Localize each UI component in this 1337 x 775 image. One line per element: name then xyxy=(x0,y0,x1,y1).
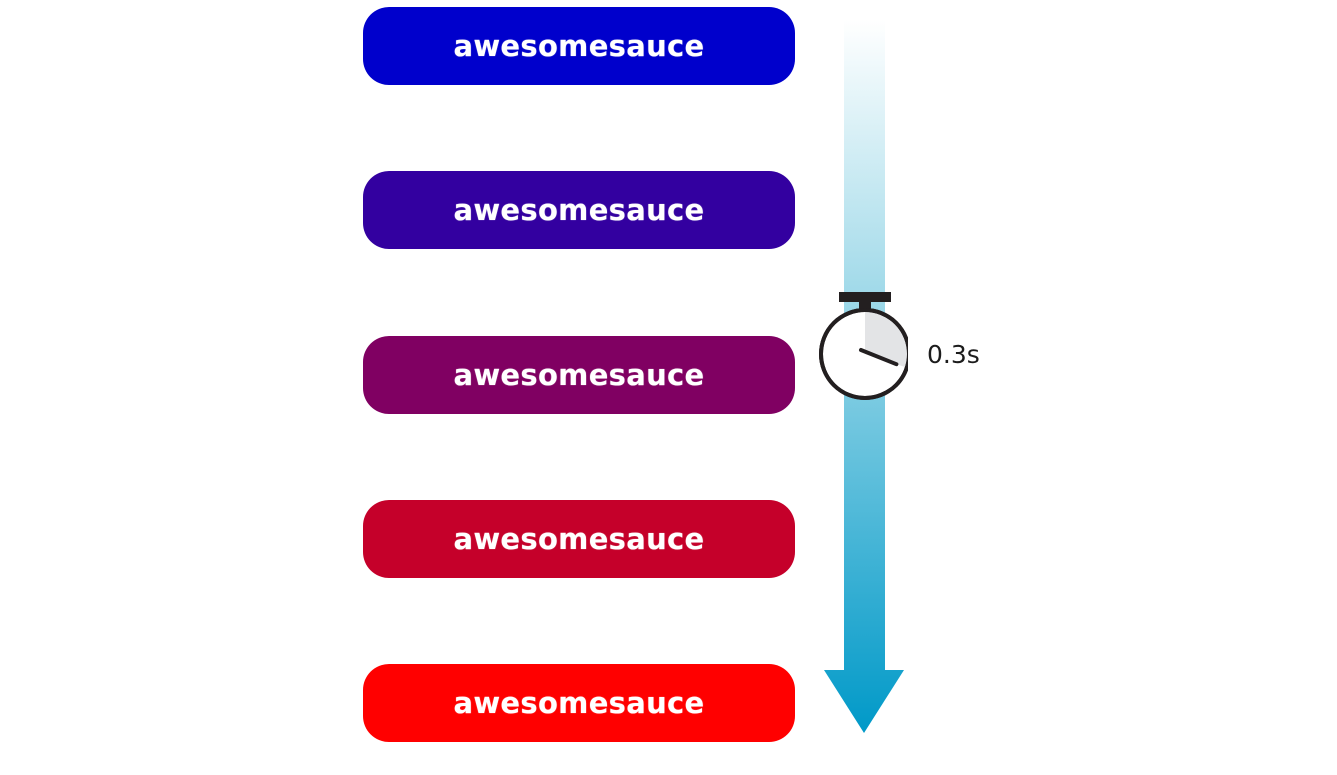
time-arrow xyxy=(819,20,908,733)
stopwatch-elapsed-wedge xyxy=(865,312,907,367)
button-3-label: awesomesauce xyxy=(453,358,705,392)
stopwatch-icon xyxy=(819,292,908,400)
button-2-label: awesomesauce xyxy=(453,193,705,227)
button-4-label: awesomesauce xyxy=(453,522,705,556)
button-1[interactable]: awesomesauce xyxy=(363,7,795,85)
button-1-label: awesomesauce xyxy=(453,29,705,63)
button-5-label: awesomesauce xyxy=(453,686,705,720)
button-2[interactable]: awesomesauce xyxy=(363,171,795,249)
stopwatch-hand xyxy=(859,348,899,367)
button-4[interactable]: awesomesauce xyxy=(363,500,795,578)
duration-label: 0.3s xyxy=(927,340,980,369)
button-3[interactable]: awesomesauce xyxy=(363,336,795,414)
button-5[interactable]: awesomesauce xyxy=(363,664,795,742)
